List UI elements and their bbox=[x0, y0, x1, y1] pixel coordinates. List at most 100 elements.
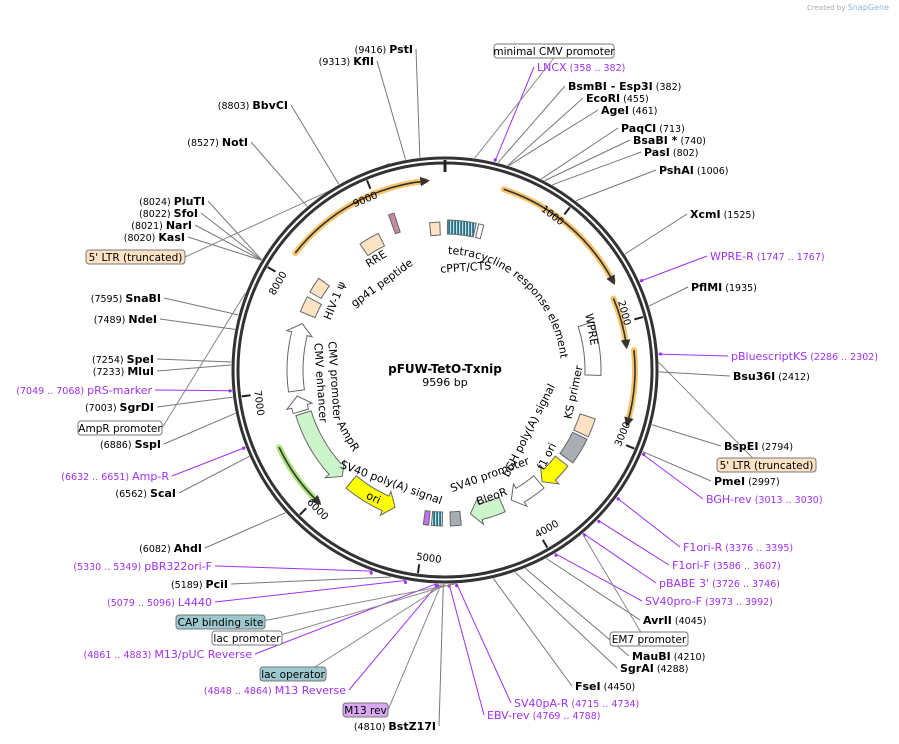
feature-callout-label: EM7 promoter bbox=[612, 634, 687, 646]
enzyme-site-label: (7595) SnaBI bbox=[91, 292, 161, 305]
primer-range: (3586 .. 3607) bbox=[710, 561, 781, 572]
enzyme-position: (7595) bbox=[91, 294, 126, 305]
enzyme-site-label: PshAI (1006) bbox=[659, 164, 728, 177]
enzyme-site-label: FseI (4450) bbox=[575, 680, 635, 693]
credit-prefix: Created by bbox=[807, 4, 846, 12]
enzyme-leader-line bbox=[648, 286, 689, 307]
feature-callout-label: M13 rev bbox=[344, 705, 387, 717]
tick-label: 3000 bbox=[613, 421, 633, 449]
enzyme-leader-line bbox=[156, 364, 232, 372]
sv40-promoter-feature bbox=[510, 475, 545, 508]
wpre-feature bbox=[577, 321, 602, 376]
enzyme-name: BsmBI - Esp3I bbox=[568, 80, 653, 93]
primer-leader-line bbox=[456, 583, 512, 704]
enzyme-position: (8803) bbox=[218, 101, 253, 112]
tick-label: 5000 bbox=[415, 552, 442, 566]
feature-callout-label: lac promoter bbox=[213, 633, 281, 645]
enzyme-position: (4045) bbox=[672, 616, 707, 627]
inner-label-ori: ori bbox=[364, 489, 382, 507]
enzyme-site-label: (9416) PstI bbox=[355, 43, 413, 56]
primer-marker bbox=[640, 278, 644, 283]
feature-callout-label: 5' LTR (truncated) bbox=[720, 460, 814, 472]
primer-name: SV40pA-R bbox=[514, 697, 569, 710]
feature-leader-line bbox=[161, 293, 246, 429]
enzyme-position: (8024) bbox=[139, 197, 174, 208]
enzyme-name: PshAI bbox=[659, 164, 694, 177]
cppt-cts-feature bbox=[428, 221, 441, 237]
enzyme-name: PasI bbox=[644, 146, 670, 159]
primer-range: (358 .. 382) bbox=[567, 63, 626, 74]
enzyme-name: BsaBI * bbox=[633, 134, 678, 147]
tick-mark bbox=[625, 444, 635, 450]
enzyme-leader-line bbox=[207, 200, 262, 261]
enzyme-leader-line bbox=[651, 424, 722, 447]
feature-callout-label: CAP binding site bbox=[178, 617, 264, 629]
enzyme-position: (4810) bbox=[354, 722, 389, 733]
primer-range: (3726 .. 3746) bbox=[709, 579, 780, 590]
hiv-psi-feature-2 bbox=[299, 296, 323, 319]
enzyme-name: NdeI bbox=[128, 313, 157, 326]
feature-arc-arrow bbox=[503, 188, 616, 286]
enzyme-name: AhdI bbox=[174, 542, 202, 555]
primer-label: (4861 .. 4883) M13/pUC Reverse bbox=[84, 648, 253, 661]
feature-leader-line bbox=[387, 583, 442, 711]
primer-name: pBR322ori-F bbox=[144, 560, 212, 573]
bleor-feature bbox=[469, 496, 506, 526]
primer-leader-line bbox=[658, 353, 729, 357]
enzyme-site-label: (7003) SgrDI bbox=[85, 401, 154, 414]
primer-marker bbox=[434, 584, 438, 588]
enzyme-position: (1006) bbox=[694, 166, 729, 177]
tick-mark bbox=[267, 266, 276, 273]
feature-arc-highlight bbox=[500, 186, 616, 284]
enzyme-name: ScaI bbox=[150, 487, 176, 500]
primer-marker bbox=[228, 389, 232, 393]
primer-name: BGH-rev bbox=[706, 493, 752, 506]
enzyme-name: AvrII bbox=[643, 614, 672, 627]
primer-range: (5330 .. 5349) bbox=[73, 562, 144, 573]
enzyme-name: SgrDI bbox=[120, 401, 154, 414]
enzyme-name: SpeI bbox=[127, 353, 154, 366]
enzyme-name: BspEI bbox=[724, 440, 758, 453]
enzyme-site-label: (8020) KasI bbox=[124, 231, 185, 244]
primer-name: Amp-R bbox=[132, 470, 169, 483]
feature-callout-label: minimal CMV promoter bbox=[493, 46, 615, 58]
enzyme-name: KasI bbox=[158, 231, 185, 244]
primer-name: L4440 bbox=[178, 596, 212, 609]
feature-leader-line bbox=[474, 57, 555, 159]
primer-label: (6632 .. 6651) Amp-R bbox=[61, 470, 169, 483]
enzyme-site-label: BsmBI - Esp3I (382) bbox=[568, 80, 681, 93]
enzyme-position: (1525) bbox=[721, 210, 756, 221]
feature-arc-arrow bbox=[278, 447, 322, 505]
primer-leader-line bbox=[582, 532, 657, 584]
enzyme-position: (7003) bbox=[85, 403, 120, 414]
primer-marker bbox=[369, 571, 373, 575]
enzyme-position: (713) bbox=[656, 124, 685, 135]
cmv-promoter-feature bbox=[285, 395, 314, 415]
primer-label: pBABE 3' (3726 .. 3746) bbox=[659, 577, 780, 590]
enzyme-position: (2412) bbox=[775, 372, 810, 383]
enzyme-site-label: XcmI (1525) bbox=[690, 208, 755, 221]
enzyme-site-label: (6886) SspI bbox=[100, 438, 161, 451]
enzyme-leader-line bbox=[200, 212, 262, 261]
feature-leader-line bbox=[582, 533, 650, 647]
enzyme-name: SspI bbox=[135, 438, 161, 451]
ampr-feature bbox=[295, 410, 346, 479]
primer-label: SV40pro-F (3973 .. 3992) bbox=[645, 595, 773, 608]
enzyme-leader-line bbox=[552, 151, 642, 186]
bgh-feature bbox=[559, 431, 588, 464]
enzyme-position: (8022) bbox=[139, 209, 174, 220]
enzyme-position: (7254) bbox=[92, 355, 127, 366]
enzyme-site-label: (9313) KflI bbox=[319, 55, 374, 68]
enzyme-position: (461) bbox=[629, 106, 658, 117]
tick-label: 9000 bbox=[352, 190, 380, 210]
sv40pa-feature bbox=[430, 510, 444, 527]
primer-marker bbox=[597, 519, 601, 524]
primer-leader-line bbox=[641, 453, 704, 500]
primer-label: (4848 .. 4864) M13 Reverse bbox=[204, 684, 346, 697]
enzyme-site-label: (8527) NotI bbox=[187, 136, 248, 149]
cmv-enhancer-feature bbox=[285, 323, 314, 393]
primer-name: SV40pro-F bbox=[645, 595, 702, 608]
enzyme-name: BstZ17I bbox=[388, 720, 436, 733]
primer-leader-line bbox=[597, 519, 670, 566]
